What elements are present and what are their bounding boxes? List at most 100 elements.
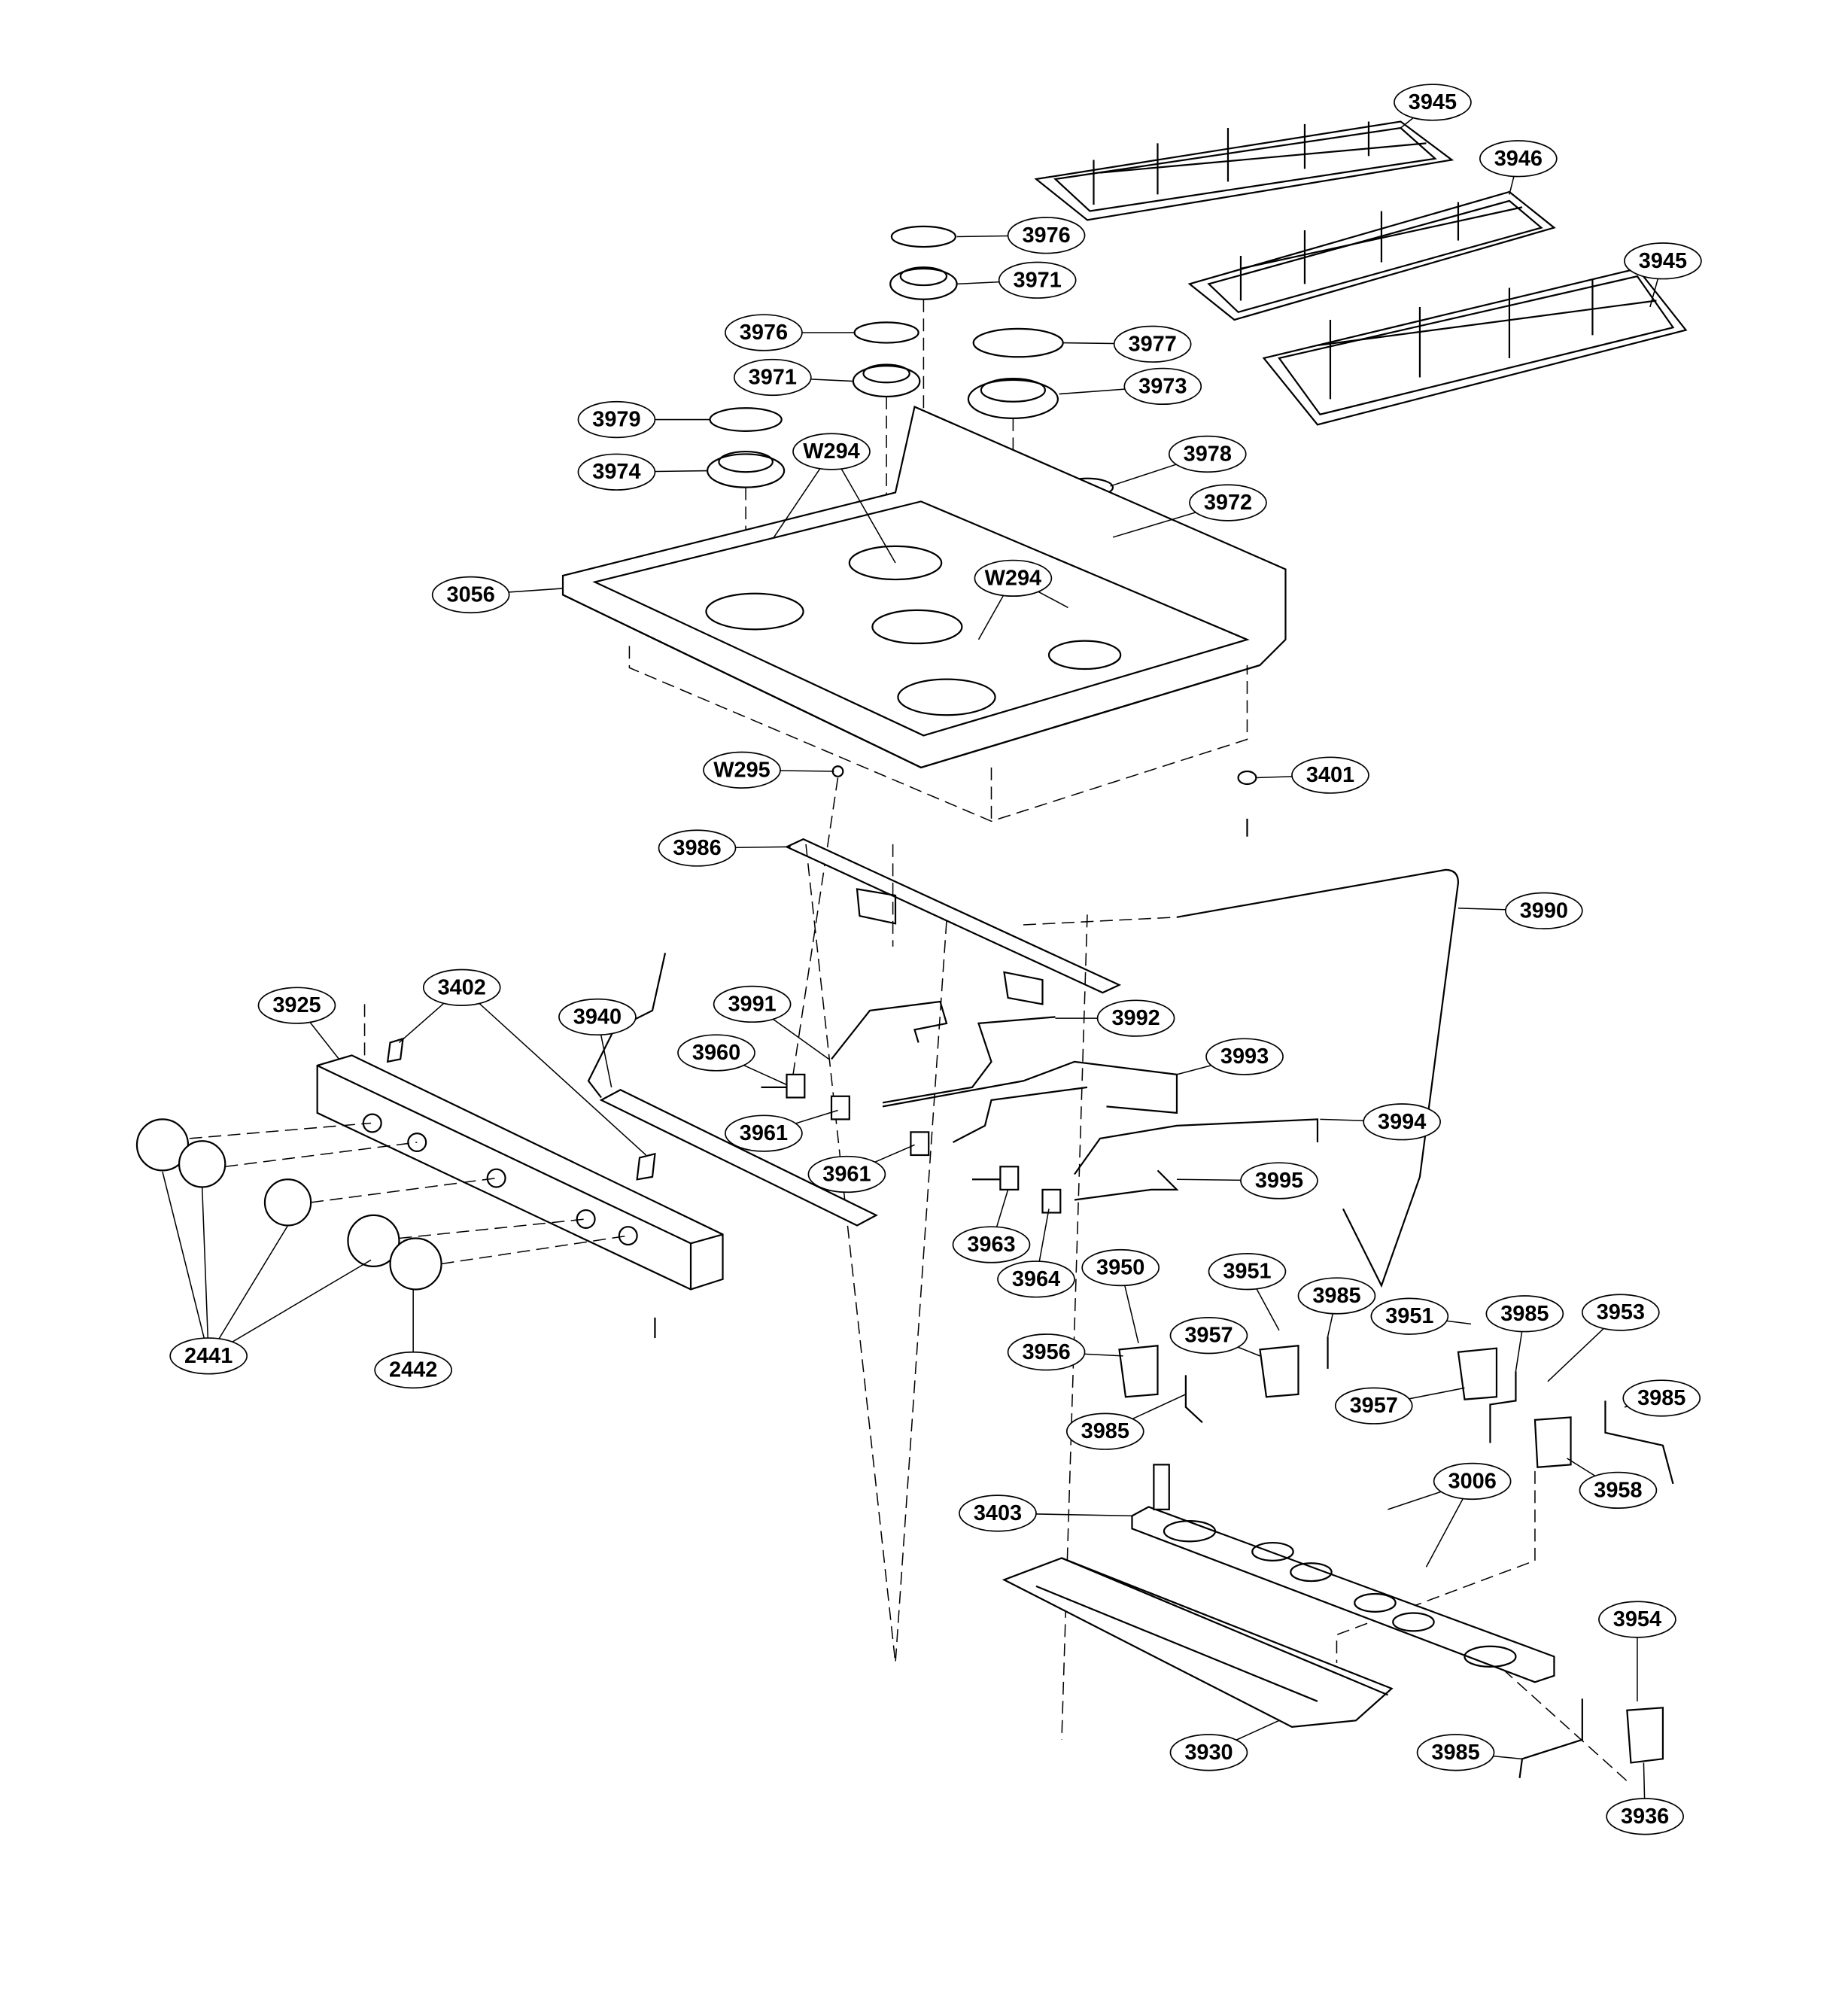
foot-3401 bbox=[1237, 770, 1257, 837]
callout-bubble bbox=[807, 1155, 886, 1193]
callout-2442: 2442 bbox=[374, 1289, 452, 1389]
callout-label: 3978 bbox=[1184, 442, 1232, 466]
callout-bubble bbox=[1579, 1471, 1658, 1510]
callout-bubble bbox=[1240, 1162, 1318, 1200]
callout-bubble bbox=[974, 559, 1053, 597]
callout-bubble bbox=[1007, 1333, 1086, 1371]
callout-label: 3985 bbox=[1500, 1302, 1549, 1326]
callout-bubble bbox=[1363, 1103, 1441, 1141]
callout-3976: 3976 bbox=[956, 217, 1086, 254]
callout-label: 3402 bbox=[438, 975, 486, 999]
callout-3963: 3963 bbox=[952, 1189, 1031, 1263]
callout-label: 3957 bbox=[1350, 1394, 1398, 1418]
callout-label: 3986 bbox=[673, 836, 721, 860]
callout-bubble bbox=[431, 576, 510, 614]
control-panel-3925 bbox=[316, 1004, 724, 1339]
callout-label: 3950 bbox=[1096, 1256, 1144, 1280]
callout-label: 3994 bbox=[1378, 1110, 1426, 1134]
callout-3990: 3990 bbox=[1457, 892, 1583, 929]
callout-label: 3974 bbox=[592, 460, 640, 484]
callout-label: 3993 bbox=[1220, 1044, 1269, 1069]
leader-line bbox=[208, 1259, 372, 1357]
callout-bubble bbox=[658, 829, 737, 867]
callout-label: 3403 bbox=[974, 1501, 1022, 1525]
callout-label: 3940 bbox=[573, 1005, 622, 1029]
callout-bubble bbox=[725, 314, 803, 351]
callout-3994: 3994 bbox=[1320, 1103, 1441, 1141]
callout-label: 3936 bbox=[1621, 1805, 1669, 1829]
burner-head-3971-lower bbox=[852, 363, 921, 550]
callout-3961: 3961 bbox=[807, 1144, 915, 1193]
callout-bubble bbox=[257, 987, 336, 1024]
callout-bubble bbox=[1189, 484, 1267, 521]
burner-cap-3977 bbox=[972, 327, 1064, 358]
callout-3402: 3402 bbox=[398, 968, 647, 1156]
callout-label: 3985 bbox=[1312, 1284, 1360, 1308]
callout-3940: 3940 bbox=[558, 998, 637, 1088]
cooktop-3056 bbox=[561, 406, 1287, 823]
callout-3992: 3992 bbox=[1055, 999, 1175, 1037]
callout-3956: 3956 bbox=[1007, 1333, 1123, 1371]
callout-label: 3963 bbox=[967, 1233, 1015, 1257]
callout-bubble bbox=[1433, 1462, 1512, 1501]
callout-label: 3951 bbox=[1385, 1304, 1433, 1328]
callout-label: 3985 bbox=[1081, 1419, 1129, 1443]
callout-bubble bbox=[1205, 1038, 1284, 1075]
callout-bubble bbox=[1504, 892, 1583, 929]
callout-bubble bbox=[1168, 435, 1247, 473]
callout-3945: 3945 bbox=[1624, 242, 1702, 308]
callout-3985: 3985 bbox=[1297, 1277, 1376, 1337]
callout-3957: 3957 bbox=[1169, 1317, 1260, 1357]
callout-bubble bbox=[792, 433, 871, 470]
callout-3953: 3953 bbox=[1547, 1294, 1660, 1382]
leader-line bbox=[208, 1225, 289, 1357]
callout-3056: 3056 bbox=[431, 576, 564, 614]
callout-bubble bbox=[725, 1114, 803, 1152]
tubes-3991-3995 bbox=[831, 1000, 1319, 1201]
callout-3993: 3993 bbox=[1176, 1038, 1284, 1075]
callout-bubble bbox=[1113, 325, 1192, 363]
callout-label: 3945 bbox=[1639, 249, 1687, 273]
callout-label: 3976 bbox=[1022, 223, 1070, 248]
burner-tray-3930 bbox=[1002, 1557, 1394, 1728]
callout-bubble bbox=[422, 968, 501, 1006]
burner-bases bbox=[1118, 1336, 1674, 1785]
callout-label: W294 bbox=[803, 439, 859, 464]
callout-label: 3951 bbox=[1223, 1260, 1271, 1284]
callout-label: 2441 bbox=[184, 1344, 233, 1368]
callout-label: 3990 bbox=[1520, 899, 1568, 923]
leader-line bbox=[831, 451, 896, 564]
callout-label: 3972 bbox=[1204, 491, 1252, 515]
callout-3960: 3960 bbox=[677, 1034, 787, 1086]
callout-bubble bbox=[952, 1226, 1031, 1263]
callout-bubble bbox=[1624, 242, 1702, 280]
callout-bubble bbox=[577, 400, 656, 439]
callout-3958: 3958 bbox=[1567, 1458, 1658, 1510]
callout-3946: 3946 bbox=[1479, 140, 1558, 195]
callout-label: 3954 bbox=[1613, 1607, 1661, 1631]
gas-valves bbox=[761, 1073, 1062, 1214]
callout-label: 3964 bbox=[1012, 1267, 1060, 1291]
callout-bubble bbox=[1581, 1294, 1660, 1331]
callout-bubble bbox=[1334, 1387, 1413, 1425]
callout-label: 3960 bbox=[692, 1041, 740, 1065]
callout-w295: W295 bbox=[703, 751, 834, 789]
manifold-bracket-3986 bbox=[784, 838, 1122, 1740]
callout-3991: 3991 bbox=[713, 985, 830, 1060]
callout-w294: W294 bbox=[974, 559, 1068, 640]
callout-3985: 3985 bbox=[1416, 1734, 1523, 1771]
callout-bubble bbox=[703, 751, 781, 789]
callout-label: 3958 bbox=[1594, 1478, 1642, 1502]
callout-3401: 3401 bbox=[1256, 756, 1369, 794]
callout-bubble bbox=[169, 1337, 248, 1375]
burner-cap-3976-upper bbox=[890, 225, 957, 248]
callout-3403: 3403 bbox=[959, 1495, 1132, 1532]
callout-3973: 3973 bbox=[1059, 367, 1202, 406]
callout-3957: 3957 bbox=[1334, 1387, 1465, 1425]
callout-label: 3973 bbox=[1138, 374, 1187, 398]
callout-3951: 3951 bbox=[1370, 1297, 1472, 1335]
callout-label: 3985 bbox=[1637, 1386, 1685, 1410]
callout-label: 3946 bbox=[1494, 147, 1543, 171]
callout-bubble bbox=[1007, 217, 1086, 254]
callout-bubble bbox=[1606, 1798, 1684, 1835]
